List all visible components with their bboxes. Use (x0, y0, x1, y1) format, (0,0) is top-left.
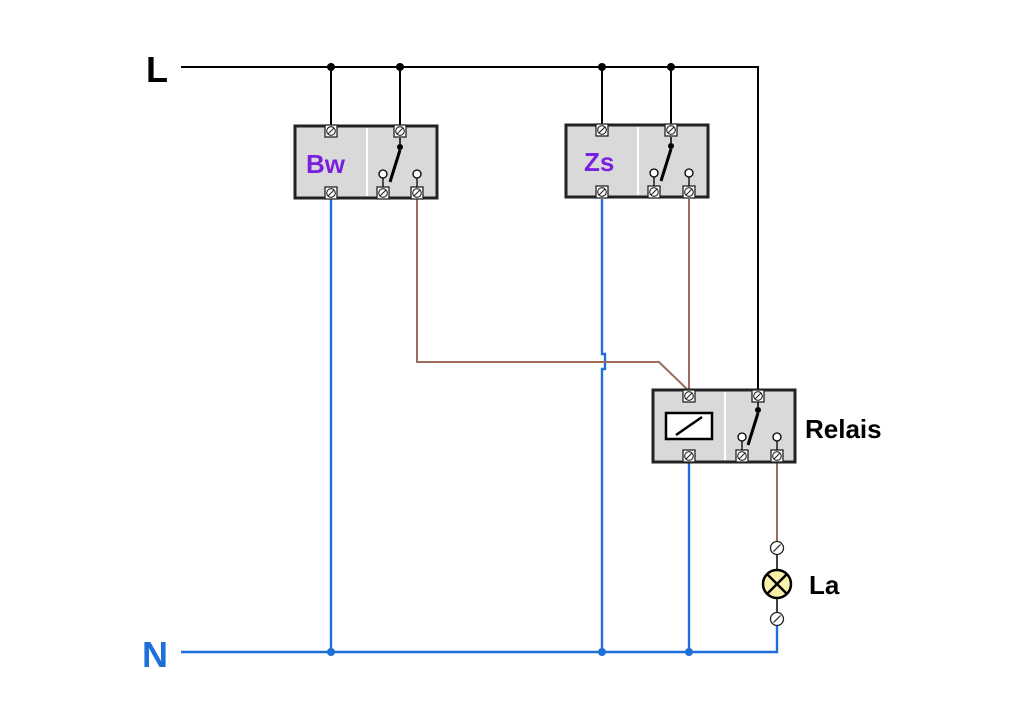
live-rail-label: L (146, 49, 168, 90)
time-switch-switch (649, 137, 694, 186)
time-switch-device: Zs (564, 123, 710, 199)
live-wiring (181, 66, 759, 391)
live-junctions (327, 63, 675, 71)
switched-wiring (416, 199, 778, 541)
relay-contact (737, 402, 782, 450)
motion-detector-label: Bw (306, 149, 346, 179)
motion-detector-switch (378, 138, 422, 187)
lamp-label: La (809, 570, 840, 600)
relay-label: Relais (805, 414, 882, 444)
relay-device: Relais (651, 388, 882, 464)
motion-detector-device: Bw (293, 124, 439, 200)
relay-coil (664, 411, 714, 441)
lamp-icon (761, 568, 793, 600)
time-switch-label: Zs (584, 147, 614, 177)
lamp-device: La (761, 540, 840, 627)
neutral-junctions (327, 648, 693, 656)
neutral-rail-label: N (142, 634, 168, 675)
